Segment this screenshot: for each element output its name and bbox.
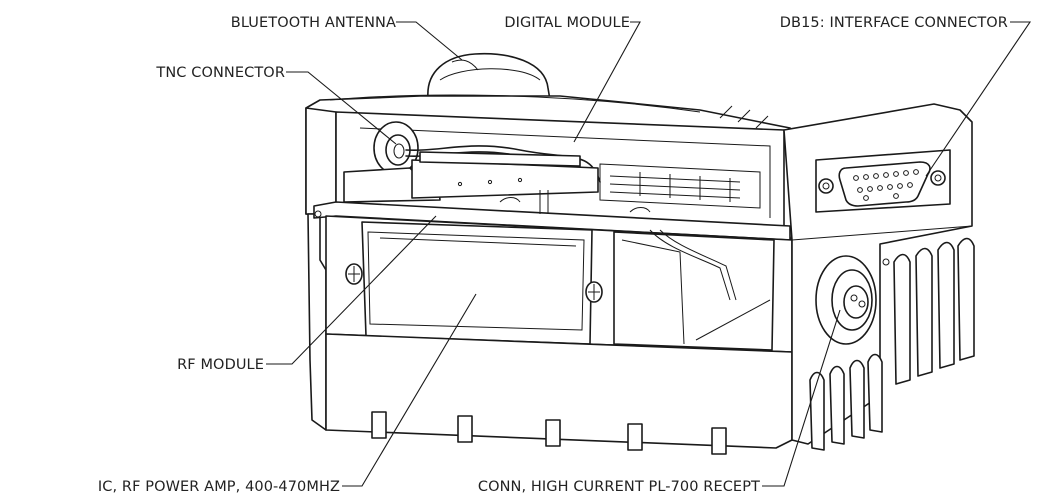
label-rf-module: RF MODULE: [177, 357, 264, 373]
label-db15-connector: DB15: INTERFACE CONNECTOR: [780, 15, 1008, 31]
label-pl700-recept: CONN, HIGH CURRENT PL-700 RECEPT: [478, 479, 760, 495]
leader-pl700: [762, 309, 841, 487]
digital-module-board: [343, 151, 761, 209]
leader-tnc: [286, 71, 397, 145]
leader-rf-module: [266, 215, 437, 365]
rf-module-cavity: [613, 229, 775, 351]
db15-pins: [853, 169, 919, 201]
leader-digital-module: [573, 21, 641, 143]
radio-module-housing: [305, 52, 975, 455]
label-rf-power-amp: IC, RF POWER AMP, 400-470MHZ: [98, 479, 340, 495]
leader-bluetooth-antenna: [396, 21, 463, 61]
housing-left-wall: [305, 107, 337, 215]
pl700-receptacle: [815, 255, 890, 345]
leader-rf-power-amp: [342, 293, 477, 487]
label-digital-module: DIGITAL MODULE: [504, 15, 630, 31]
housing-feet: [371, 411, 727, 455]
housing-base: [325, 333, 793, 449]
rf-power-amp-block: [345, 221, 603, 345]
heatsink-fins: [809, 237, 975, 451]
bluetooth-antenna-dome: [427, 52, 551, 101]
leader-db15: [925, 21, 1032, 177]
label-bluetooth-antenna: BLUETOOTH ANTENNA: [231, 15, 396, 31]
label-tnc-connector: TNC CONNECTOR: [155, 65, 285, 81]
db15-interface-connector: [815, 149, 951, 213]
leader-lines: [266, 21, 1032, 487]
callout-labels: BLUETOOTH ANTENNA DIGITAL MODULE DB15: I…: [98, 15, 1008, 495]
housing-logo-mark: [719, 105, 769, 129]
